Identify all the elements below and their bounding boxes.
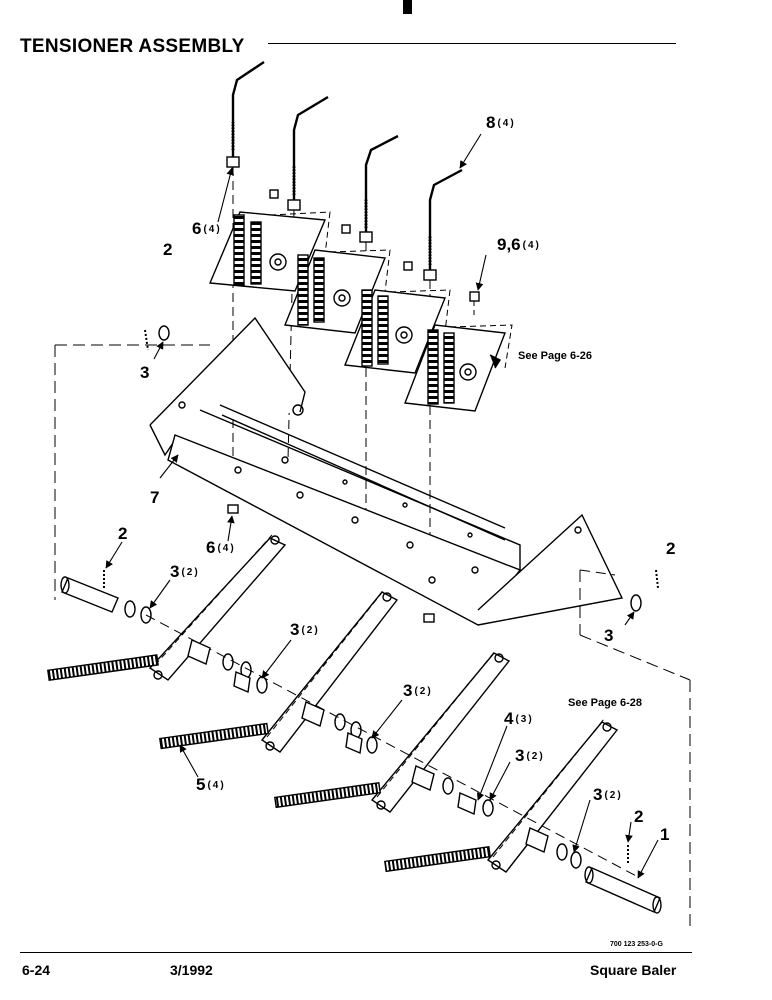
callout-3-a: 3(2) [170,562,200,581]
footer-page-number: 6-24 [22,962,51,978]
hex-nut-lower-1 [227,504,239,514]
callout-8: 8(4) [486,113,516,132]
footer-date: 3/1992 [170,962,213,978]
reference-lower: See Page 6-28 [568,697,642,709]
eyebolt-3 [359,134,399,550]
tensioner-frame [149,316,624,626]
tensioner-arm-2 [260,589,399,753]
callout-3-right: 3 [604,626,613,645]
spring-4 [384,846,491,873]
footer-rule [20,952,692,953]
footer-product: Square Baler [590,962,677,978]
roller-set-4 [525,827,582,869]
roller-set-1 [187,639,268,694]
callout-2-bottom: 2 [634,807,643,826]
washer-right [630,594,642,612]
callout-2-left: 2 [163,240,172,259]
callout-3-d: 3(2) [515,746,545,765]
callout-2-right: 2 [666,539,675,558]
page-title: TENSIONER ASSEMBLY [20,36,245,57]
eyebolt-2 [287,95,329,461]
pin-right [584,845,662,914]
callout-3-c: 3(2) [403,681,433,700]
callout-7: 7 [150,488,159,507]
callout-5: 5(4) [196,775,226,794]
page-top-mark [403,0,412,14]
callout-3-e: 3(2) [593,785,623,804]
callout-6-top: 6(4) [192,219,222,238]
roller-set-3 [411,765,494,817]
spring-3 [274,782,381,809]
callout-6-bottom: 6(4) [206,538,236,557]
callout-1: 1 [660,825,669,844]
tensioner-block-2 [284,224,391,334]
tensioner-block-1 [208,189,331,292]
callout-2-mid: 2 [118,524,127,543]
tensioner-arm-4 [486,718,619,873]
callout-4: 4(3) [504,709,534,728]
eyebolt-1 [226,61,265,480]
pin-left [60,570,152,624]
spring-1 [47,654,159,681]
reference-upper: See Page 6-26 [518,350,592,362]
title-rule [268,43,676,44]
tensioner-arm-1 [148,534,287,681]
hex-nut-lower-2 [423,613,435,623]
tensioner-arm-3 [370,649,511,813]
callout-3-b: 3(2) [290,620,320,639]
spring-2 [159,722,269,750]
tensioner-block-4 [404,291,513,412]
roller-set-2 [301,701,378,755]
washer-upper-left [158,325,170,341]
callout-9-6: 9,6(4) [497,235,541,254]
tensioner-block-3 [344,261,451,374]
callout-3-left: 3 [140,363,149,382]
document-number: 700 123 253-0-G [610,941,663,948]
